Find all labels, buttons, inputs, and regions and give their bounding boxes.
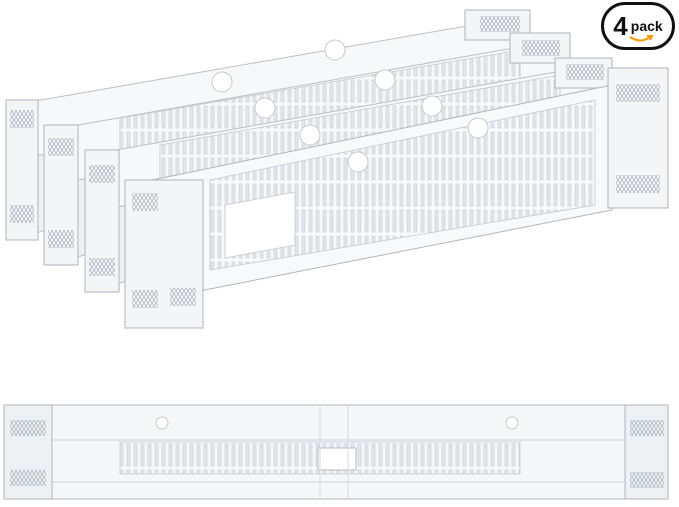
pack-label: pack bbox=[630, 18, 663, 34]
smile-arrow-icon bbox=[629, 35, 654, 42]
divider-flat-view bbox=[3, 404, 669, 500]
pack-count-badge: 4 pack bbox=[601, 2, 675, 50]
pack-count: 4 bbox=[613, 11, 628, 41]
divider-front bbox=[124, 67, 669, 329]
